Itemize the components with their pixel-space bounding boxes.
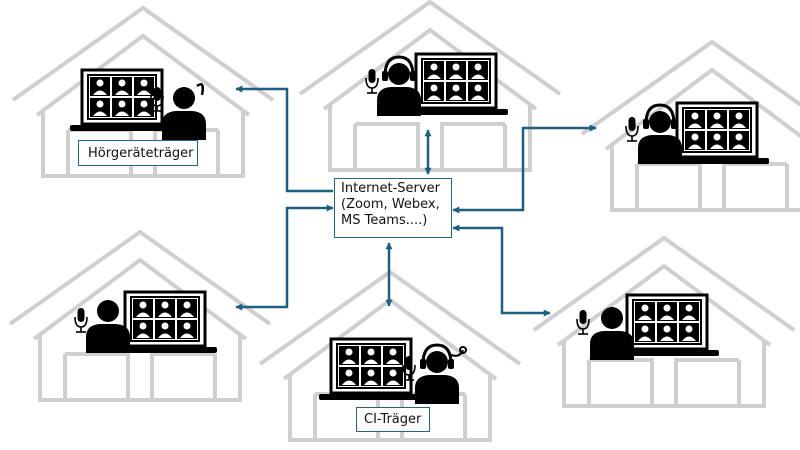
- arrow-to-bottom-right: [452, 224, 551, 317]
- arrow-to-bottom-left: [235, 204, 334, 311]
- microphone-icon: [74, 307, 88, 333]
- ci-user-label: CI-Träger: [356, 407, 430, 432]
- house-top-left: [11, 6, 275, 178]
- arrow-to-top-right: [452, 124, 597, 214]
- microphone-icon: [365, 68, 379, 94]
- house-top-right: [580, 40, 800, 212]
- house-top-center: [298, 0, 562, 172]
- arrow-to-top-left: [235, 85, 333, 193]
- person-icon: [86, 300, 130, 353]
- person-icon: [415, 351, 459, 404]
- hearing-aid-icon: [196, 83, 205, 96]
- server-line-3: MS Teams....): [341, 213, 428, 228]
- cochlear-implant-icon: [450, 346, 468, 357]
- person-icon: [377, 63, 421, 116]
- microphone-icon: [625, 116, 639, 142]
- server-line-1: Internet-Server: [341, 181, 440, 196]
- house-bottom-left: [8, 230, 272, 402]
- person-icon: [162, 87, 206, 140]
- hearing-aid-user-label: Hörgeräteträger: [78, 140, 198, 166]
- house-bottom-right: [532, 236, 796, 408]
- house-bottom-center: [258, 270, 522, 442]
- server-line-2: (Zoom, Webex,: [341, 197, 440, 212]
- internet-server-box: Internet-Server (Zoom, Webex, MS Teams..…: [334, 178, 452, 238]
